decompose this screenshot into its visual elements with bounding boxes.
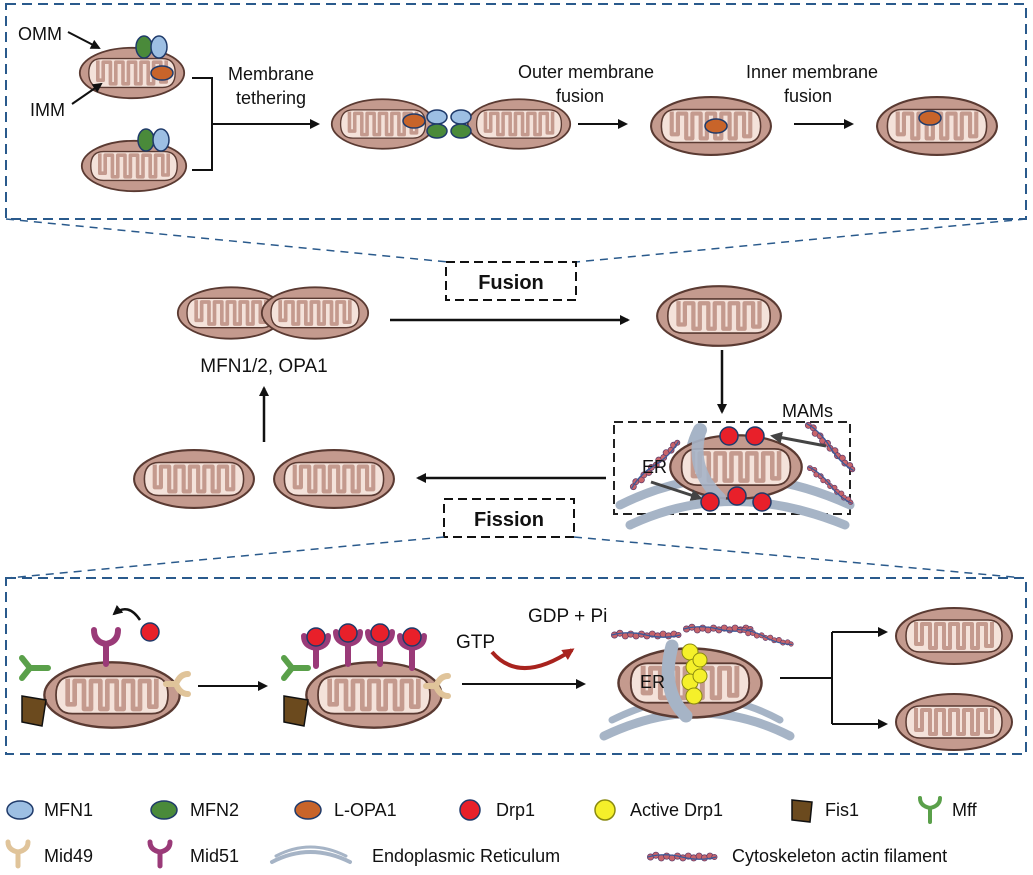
tethered-mitochondria — [330, 97, 572, 151]
mams-label: MAMs — [782, 401, 833, 421]
er-label-fission: ER — [640, 672, 665, 692]
mitochondrion-1 — [80, 35, 184, 98]
fused-mitochondrion — [657, 286, 781, 346]
gtp-hydrolysis-arrow — [490, 648, 575, 670]
drp1-recruited-mitochondrion — [281, 623, 451, 728]
legend-mid49-label: Mid49 — [44, 846, 93, 866]
legend-lopa1-icon — [294, 800, 322, 820]
mfn2-protein — [137, 128, 155, 152]
legend-er-icon — [270, 845, 352, 864]
mitochondrion-2 — [82, 128, 186, 191]
membrane-tethering-label: Membrane tethering — [228, 64, 319, 108]
legend-mff-icon — [918, 796, 942, 824]
gtp-label: GTP — [456, 632, 495, 653]
fusion-box — [445, 261, 577, 301]
legend-actin-icon — [646, 851, 718, 862]
inner-membrane-fusion-label: Inner membrane fusion — [746, 62, 883, 106]
fission-mitochondrion-right — [274, 450, 394, 508]
er-label-mams: ER — [642, 457, 667, 477]
lopa1-protein — [150, 65, 174, 81]
legend-active-drp1-icon — [594, 799, 616, 821]
legend-mid49-icon — [5, 839, 31, 869]
mfn1-protein — [152, 128, 170, 152]
legend-mid51-icon — [147, 839, 173, 869]
mams-region: MAMs ER — [613, 401, 859, 530]
imm-arrow — [71, 82, 103, 105]
fission-label: Fission — [474, 509, 544, 531]
fission-detail-panel: GTP GDP + Pi ER — [5, 577, 1027, 755]
legend-mfn1-icon — [6, 800, 34, 820]
receptor-mitochondrion — [19, 604, 191, 727]
legend-lopa1-label: L-OPA1 — [334, 800, 397, 820]
legend-active-drp1-label: Active Drp1 — [630, 800, 723, 820]
daughter-mitochondrion-1 — [894, 606, 1014, 666]
mfn1-protein — [150, 35, 168, 59]
dividing-mitochondria-top — [178, 287, 368, 338]
legend-mfn1-label: MFN1 — [44, 800, 93, 820]
omm-label: OMM — [18, 24, 62, 44]
legend-mff-label: Mff — [952, 800, 978, 820]
legend-drp1-icon — [459, 799, 481, 821]
outer-fused-mitochondrion — [651, 97, 771, 155]
er-constriction: ER — [599, 623, 796, 741]
legend-actin-label: Cytoskeleton actin filament — [732, 846, 947, 866]
fission-box — [443, 498, 575, 538]
legend-fis1-icon — [791, 799, 813, 823]
legend-er-label: Endoplasmic Reticulum — [372, 846, 560, 866]
legend-fis1-label: Fis1 — [825, 800, 859, 820]
mfn2-protein — [135, 35, 153, 59]
imm-label: IMM — [30, 100, 65, 120]
fusion-label: Fusion — [478, 272, 544, 294]
legend-drp1-label: Drp1 — [496, 800, 535, 820]
fusion-fission-cycle: Fusion MFN1/2, OPA1 — [134, 261, 859, 538]
fusion-detail-panel: OMM IMM Membrane tethering Outer membra — [5, 3, 1027, 220]
legend-mfn2-label: MFN2 — [190, 800, 239, 820]
fission-mitochondrion-left — [134, 450, 254, 508]
outer-membrane-fusion-label: Outer membrane fusion — [518, 62, 659, 106]
legend-mid51-label: Mid51 — [190, 846, 239, 866]
tethering-bracket-arrow — [192, 77, 318, 171]
fusion-proteins-label: MFN1/2, OPA1 — [200, 356, 327, 377]
fully-fused-mitochondrion — [877, 97, 997, 155]
gdp-pi-label: GDP + Pi — [528, 606, 607, 627]
omm-arrow — [67, 31, 101, 49]
legend: MFN1 MFN2 L-OPA1 Drp1 Active Drp1 Fis1 M… — [5, 796, 978, 869]
daughter-mitochondrion-2 — [894, 692, 1014, 752]
legend-mfn2-icon — [150, 800, 178, 820]
